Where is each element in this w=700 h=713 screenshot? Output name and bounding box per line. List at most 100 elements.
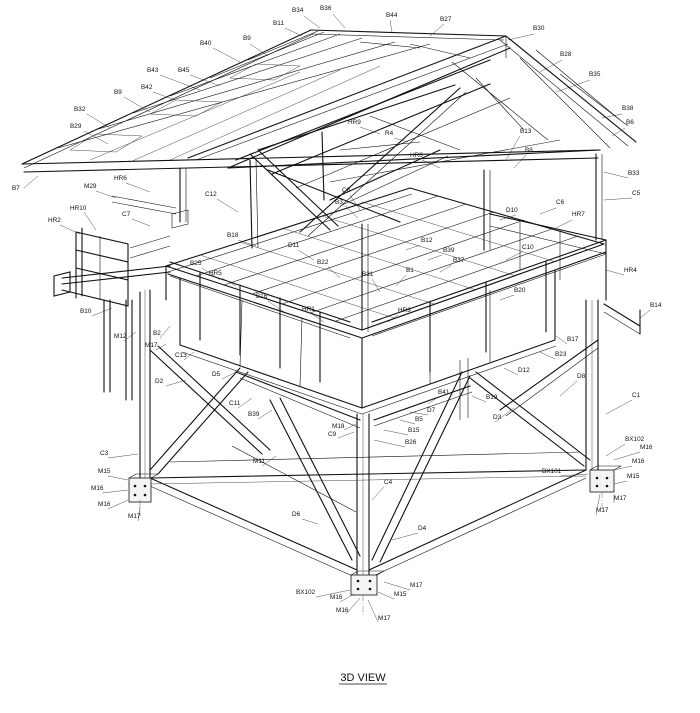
member-label-m17b: M17 [614, 495, 627, 502]
member-label-b5: B5 [415, 416, 423, 423]
member-label-b42: B42 [141, 84, 153, 91]
member-label-b31: B31 [362, 271, 374, 278]
deck-framing [165, 187, 607, 415]
member-label-b18: B18 [227, 232, 239, 239]
member-label-b15: B15 [408, 427, 420, 434]
member-label-m17a: M17 [145, 342, 158, 349]
member-label-b17: B17 [567, 336, 579, 343]
member-label-d7: D7 [427, 407, 436, 414]
member-label-c8: C8 [342, 187, 351, 194]
member-label-b26: B26 [405, 439, 417, 446]
member-label-m15a: M15 [627, 473, 640, 480]
member-label-b10: B10 [80, 308, 92, 315]
member-label-m16c: M16 [91, 485, 104, 492]
member-label-d4: D4 [418, 525, 427, 532]
member-label-c10: C10 [522, 244, 534, 251]
member-label-c12: C12 [205, 191, 217, 198]
member-label-d11: D11 [288, 242, 300, 249]
member-label-b30: B30 [533, 25, 545, 32]
member-label-b33: B33 [628, 170, 640, 177]
member-label-b12: B12 [421, 237, 433, 244]
member-label-c7: C7 [122, 211, 131, 218]
member-label-c6: C6 [556, 199, 565, 206]
member-label-b43: B43 [147, 67, 159, 74]
member-label-b45: B45 [178, 67, 190, 74]
member-label-b22: B22 [317, 259, 329, 266]
member-label-b28: B28 [560, 51, 572, 58]
member-label-m17c: M17 [596, 507, 609, 514]
member-label-b3: B3 [335, 199, 343, 206]
member-label-m16e: M16 [330, 594, 343, 601]
member-label-bx102b: BX102 [296, 589, 316, 596]
member-label-b32: B32 [74, 106, 86, 113]
member-label-b25: B25 [190, 260, 202, 267]
member-label-c4: C4 [384, 479, 393, 486]
member-label-hr10: HR10 [70, 205, 87, 212]
member-label-b34: B34 [292, 7, 304, 14]
member-label-d12: D12 [518, 367, 530, 374]
member-label-m17e: M17 [410, 582, 423, 589]
member-label-m16d: M16 [98, 501, 111, 508]
member-label-b11: B11 [273, 20, 284, 27]
member-label-bx101: BX101 [542, 468, 562, 475]
member-label-hr1: HR1 [302, 306, 315, 313]
member-label-c3: C3 [100, 450, 109, 457]
member-label-b35: B35 [589, 71, 601, 78]
member-label-d6: D6 [292, 511, 301, 518]
outriggers [53, 195, 641, 335]
member-label-b39: B39 [443, 247, 455, 254]
drawing-title: 3D VIEW [340, 672, 386, 684]
member-label-bx102a: BX102 [625, 436, 645, 443]
member-label-m16f: M16 [336, 607, 349, 614]
member-label-c11: C11 [229, 400, 241, 407]
member-label-hr5: HR5 [209, 270, 222, 277]
member-label-b14: B14 [650, 302, 662, 309]
member-label-b39b: B39 [248, 411, 260, 418]
member-label-r4: R4 [385, 130, 394, 137]
member-label-m18: M18 [332, 423, 345, 430]
member-label-c9: C9 [328, 431, 337, 438]
member-label-hr3: HR3 [398, 307, 411, 314]
member-label-hr2: HR2 [48, 217, 61, 224]
member-label-b40: B40 [200, 40, 212, 47]
member-label-b23: B23 [555, 351, 567, 358]
member-label-m17f: M17 [378, 615, 391, 622]
member-label-b27: B27 [440, 16, 452, 23]
member-label-hr7: HR7 [572, 211, 585, 218]
leader-lines [23, 13, 651, 623]
member-label-b44: B44 [386, 12, 398, 19]
member-label-d3: D3 [493, 414, 502, 421]
member-label-b19: B19 [486, 394, 498, 401]
member-label-c5: C5 [632, 190, 641, 197]
member-label-d5: D5 [212, 371, 221, 378]
member-label-m16a: M16 [640, 444, 653, 451]
member-label-b36: B36 [320, 5, 332, 12]
member-label-d2: D2 [155, 378, 164, 385]
member-label-hr8: HR8 [410, 152, 423, 159]
member-label-m15b: M15 [98, 468, 111, 475]
member-label-b7: B7 [12, 185, 20, 192]
member-label-b29: B29 [70, 123, 82, 130]
base-frame [149, 445, 587, 579]
base-plates [128, 465, 623, 616]
member-label-b2: B2 [153, 330, 161, 337]
member-label-m11: M11 [253, 458, 265, 465]
roof-bracing [179, 84, 603, 332]
member-label-b9b: B9 [114, 89, 122, 96]
member-label-d8: D8 [577, 373, 586, 380]
member-label-b37: B37 [453, 257, 465, 264]
member-label-b38: B38 [622, 105, 634, 112]
member-label-b8: B8 [525, 147, 533, 154]
member-label-b16: B16 [256, 293, 268, 300]
member-label-hr9: HR9 [348, 119, 361, 126]
member-label-m16b: M16 [632, 458, 645, 465]
member-label-c13: C13 [175, 352, 187, 359]
member-label-c1: C1 [632, 392, 641, 399]
member-label-b9a: B9 [243, 35, 251, 42]
diagonal-bracing [149, 339, 599, 563]
member-label-b6: B6 [626, 119, 634, 126]
member-label-m17d: M17 [128, 513, 141, 520]
member-label-b41: B41 [438, 389, 450, 396]
